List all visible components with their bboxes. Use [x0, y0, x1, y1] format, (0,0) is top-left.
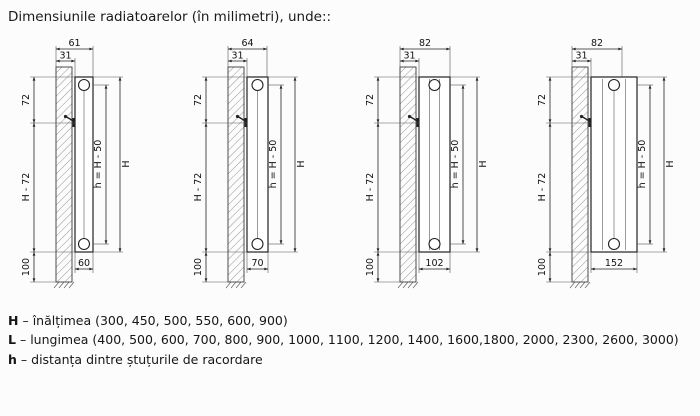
radiator-diagram-4: 82 31 72 H - 72 100 h = H - 50 H 152	[537, 38, 676, 289]
dim-label-floor-clearance: 100	[193, 258, 204, 276]
dim-label-port-distance: h = H - 50	[450, 140, 461, 189]
connection-port-bottom-icon	[251, 237, 264, 251]
wall-section	[571, 66, 589, 283]
connection-port-bottom-icon	[607, 237, 621, 251]
ground-hatch	[569, 281, 591, 289]
legend-text-port-distance: – distanța dintre ștuțurile de racordare	[20, 351, 263, 367]
ground-hatch	[225, 281, 247, 289]
radiator-diagram-1: 61 31 72 H - 72 100 h = H - 50 H 60	[21, 38, 132, 289]
dim-label-total-height: H	[121, 160, 132, 167]
dim-label-depth: 60	[78, 258, 90, 269]
dim-label-port-distance: h = H - 50	[268, 140, 279, 189]
dim-label-total-depth: 82	[419, 38, 431, 49]
ground-hatch	[53, 281, 75, 289]
dim-label-depth: 70	[251, 258, 263, 269]
connection-port-top-icon	[251, 78, 264, 92]
ground-hatch	[397, 281, 419, 289]
dim-label-floor-clearance: 100	[537, 258, 548, 276]
dim-label-total-height: H	[296, 160, 307, 167]
mounting-bracket-icon	[63, 114, 76, 127]
legend-line-port-distance: h– distanța dintre ștuțurile de racordar…	[8, 350, 700, 369]
dim-label-mid-height: H - 72	[537, 173, 548, 202]
radiator-diagram-3: 82 31 72 H - 72 100 h = H - 50 H 102	[365, 38, 489, 289]
dim-label-top-offset: 72	[365, 94, 376, 106]
dim-label-wall-offset: 31	[231, 51, 243, 62]
dimension-lines	[204, 47, 297, 283]
connection-port-top-icon	[77, 78, 91, 92]
legend-symbol-L: L	[8, 332, 16, 348]
dimension-lines	[32, 47, 122, 283]
extension-lines	[546, 46, 667, 283]
mounting-bracket-icon	[235, 114, 248, 127]
legend-text-height: – înălțimea (300, 450, 500, 550, 600, 90…	[22, 313, 288, 328]
radiator-panel-lines	[602, 79, 626, 250]
dim-label-top-offset: 72	[21, 94, 32, 106]
dim-label-total-height: H	[478, 160, 489, 167]
wall-section	[227, 66, 245, 283]
dim-label-mid-height: H - 72	[365, 173, 376, 202]
dimension-lines	[548, 47, 666, 283]
dimension-lines	[376, 47, 479, 283]
dim-label-floor-clearance: 100	[21, 258, 32, 276]
dim-label-wall-offset: 31	[59, 51, 71, 62]
dim-label-port-distance: h = H - 50	[637, 140, 648, 189]
dim-label-wall-offset: 31	[575, 51, 587, 62]
dim-label-top-offset: 72	[193, 94, 204, 106]
legend-line-height: H– înălțimea (300, 450, 500, 550, 600, 9…	[8, 311, 700, 330]
dim-label-mid-height: H - 72	[193, 173, 204, 202]
legend-symbol-h: h	[8, 351, 17, 367]
extension-lines	[374, 46, 480, 283]
dim-label-floor-clearance: 100	[365, 258, 376, 276]
mounting-bracket-icon	[579, 114, 592, 127]
legend: H– înălțimea (300, 450, 500, 550, 600, 9…	[0, 311, 700, 369]
mounting-bracket-icon	[407, 114, 420, 127]
dim-label-total-depth: 64	[241, 38, 253, 49]
page-title: Dimensiunile radiatoarelor (în milimetri…	[8, 9, 332, 25]
dim-label-wall-offset: 31	[403, 51, 415, 62]
radiator-body	[418, 76, 451, 253]
radiator-panel-lines	[429, 79, 440, 250]
legend-symbol-H: H	[8, 313, 19, 328]
connection-port-bottom-icon	[428, 237, 441, 251]
radiator-diagrams-row: 61 31 72 H - 72 100 h = H - 50 H 60 64 31 72 H - 72…	[0, 25, 700, 299]
legend-text-length: – lungimea (400, 500, 600, 700, 800, 900…	[19, 332, 679, 348]
dim-label-total-depth: 82	[591, 38, 603, 49]
dim-label-mid-height: H - 72	[21, 173, 32, 202]
dim-label-top-offset: 72	[537, 94, 548, 106]
connection-port-bottom-icon	[77, 237, 91, 251]
extension-lines	[30, 46, 123, 283]
dim-label-port-distance: h = H - 50	[93, 140, 104, 189]
wall-section	[55, 66, 73, 283]
dim-label-total-depth: 61	[68, 38, 80, 49]
dim-label-depth: 152	[605, 258, 623, 269]
radiator-diagram-2: 64 31 72 H - 72 100 h = H - 50 H 70	[193, 38, 307, 289]
connection-port-top-icon	[607, 78, 621, 92]
dim-label-total-height: H	[665, 160, 676, 167]
wall-section	[399, 66, 417, 283]
dim-label-depth: 102	[425, 258, 443, 269]
connection-port-top-icon	[428, 78, 441, 92]
legend-line-length: L– lungimea (400, 500, 600, 700, 800, 90…	[8, 330, 700, 349]
